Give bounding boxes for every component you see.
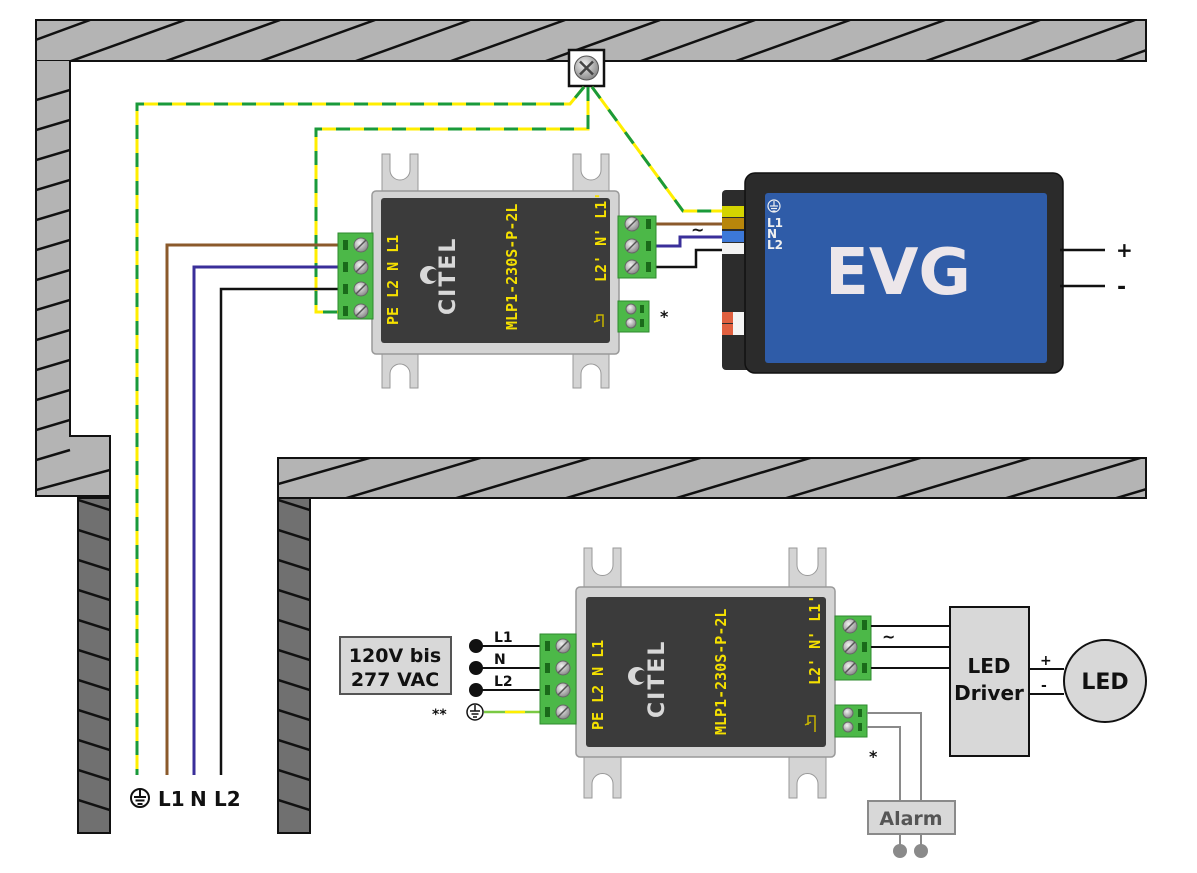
wall-post-right — [277, 497, 311, 834]
led-label: LED — [1081, 670, 1128, 695]
evg-title: EVG — [825, 236, 971, 310]
pe-wire-to-evg — [590, 86, 725, 213]
wire-l1-brown — [165, 243, 342, 775]
wire-out-n — [656, 235, 725, 248]
input-terminal-labels: PE L2 N L1 — [589, 640, 607, 730]
surge-protector-top: PE L2 N L1 CITEL MLP1-230S-P-2L L2' N' L… — [337, 153, 669, 389]
alarm-terminal-block — [834, 704, 868, 738]
brand-label: CITEL — [436, 237, 461, 315]
wire-out-l2 — [656, 248, 725, 269]
output-terminal-labels: L2' N' L1' — [592, 192, 610, 282]
alarm-contact — [893, 844, 907, 858]
citel-logo-icon — [420, 266, 439, 284]
supply-lines: L1 N L2 ** — [432, 630, 545, 723]
led-driver-line2: Driver — [954, 681, 1024, 705]
evg-connector — [722, 206, 744, 335]
relay-contact-icon — [804, 715, 816, 732]
ground-icon — [130, 788, 150, 808]
alarm-footnote-marker: * — [660, 307, 669, 326]
input-terminal-labels: PE L2 N L1 — [384, 235, 402, 325]
input-terminal-block — [337, 232, 374, 320]
supply-voltage-line1: 120V bis — [349, 645, 441, 667]
ac-symbol-bottom: ~ — [882, 627, 895, 646]
supply-label-l2: L2 — [494, 674, 513, 690]
earth-junction-box — [567, 48, 606, 88]
ground-icon — [767, 199, 781, 213]
evg-terminal-n: N — [767, 227, 777, 241]
model-label: MLP1-230S-P-2L — [503, 204, 521, 330]
mount-tab — [583, 547, 827, 799]
wire-l2-black — [219, 287, 342, 775]
pe-wire-to-top-device — [314, 87, 590, 314]
led-driver-line1: LED — [967, 654, 1010, 678]
output-terminal-block — [834, 615, 872, 681]
ceiling-wall-top — [35, 19, 1147, 62]
led-lamp: LED — [1063, 639, 1147, 723]
led-driver: LED Driver + - — [949, 606, 1064, 757]
output-terminal-labels: L2' N' L1' — [806, 595, 824, 685]
building-walls — [35, 19, 1147, 834]
floor-wall — [277, 457, 1147, 499]
pe-wire-outer — [135, 86, 586, 775]
supply-voltage-line2: 277 VAC — [351, 669, 439, 691]
alarm-contact — [914, 844, 928, 858]
mount-tab — [381, 153, 610, 389]
model-label: MLP1-230S-P-2L — [712, 609, 730, 735]
relay-contact-icon — [593, 314, 604, 327]
wire-n-blue — [192, 265, 342, 775]
output-terminal-block — [617, 215, 657, 279]
alarm-terminal-block — [617, 300, 650, 333]
feed-label-n: N — [190, 787, 207, 811]
evg-minus: - — [1117, 275, 1126, 300]
ground-icon — [466, 703, 484, 721]
alarm-box: Alarm — [867, 800, 956, 858]
evg-terminal-l1: L1 — [767, 216, 783, 230]
feed-labels: L1 N L2 — [130, 787, 241, 811]
driver-minus: - — [1041, 678, 1047, 694]
driver-input-wires — [871, 625, 950, 669]
alarm-footnote-marker: * — [869, 747, 878, 766]
supply-voltage-box: 120V bis 277 VAC — [339, 636, 452, 695]
supply-label-n: N — [494, 652, 506, 668]
evg-ballast: L1 N L2 EVG + - — [722, 172, 1133, 374]
ac-symbol-top: ~ — [691, 220, 704, 239]
brand-label: CITEL — [645, 640, 670, 718]
supply-label-l1: L1 — [494, 630, 513, 646]
pe-footnote-marker: ** — [432, 707, 447, 723]
left-wall — [35, 20, 111, 497]
citel-logo-icon — [628, 667, 647, 685]
feed-label-l1: L1 — [158, 787, 185, 811]
feed-label-l2: L2 — [214, 787, 241, 811]
surge-protector-bottom: PE L2 N L1 CITEL MLP1-230S-P-2L L2' N' L… — [539, 547, 878, 799]
alarm-label: Alarm — [879, 808, 942, 830]
evg-terminal-l2: L2 — [767, 238, 783, 252]
evg-plus: + — [1116, 238, 1133, 262]
wall-post-left — [77, 497, 111, 834]
screw-x-icon — [579, 60, 594, 76]
input-terminal-block — [539, 633, 577, 725]
driver-plus: + — [1040, 653, 1052, 669]
